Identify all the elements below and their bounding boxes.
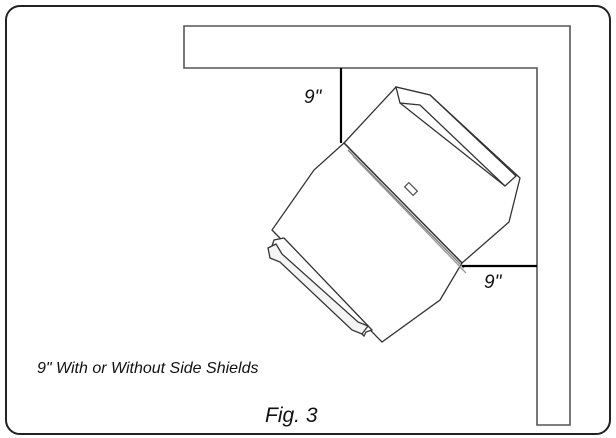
heater-base-foot (267, 243, 370, 335)
side-shields-note: 9" With or Without Side Shields (37, 360, 259, 377)
dimension-label-top: 9" (304, 87, 322, 108)
heater-top-edge (399, 102, 506, 187)
figure-caption: Fig. 3 (265, 404, 318, 427)
heater-seam-1 (343, 142, 463, 264)
heater-seam-3 (352, 155, 467, 274)
heater-indicator (403, 181, 419, 197)
dimension-label-right: 9" (484, 272, 502, 293)
corner-wall (183, 25, 571, 426)
heater-seam-2 (347, 149, 465, 269)
heater-unit (267, 86, 521, 343)
